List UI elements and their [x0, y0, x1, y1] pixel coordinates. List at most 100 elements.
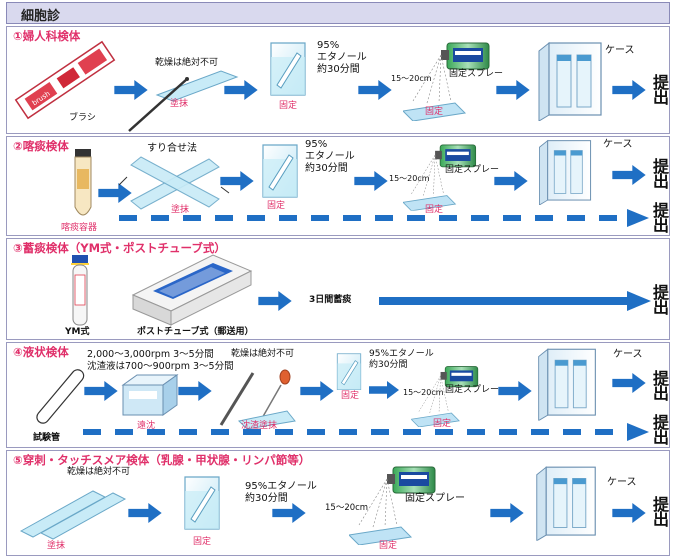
- ethanol-2: エタノール: [305, 151, 355, 162]
- no-dry-note: 乾燥は絶対不可: [67, 467, 131, 477]
- case-icon: [533, 465, 599, 541]
- ym-tube-icon: [71, 255, 89, 326]
- arrow-5-4: [611, 503, 647, 523]
- case-icon: [535, 41, 605, 121]
- section-sputum: ②喀痰検体 喀痰容器 すり合せ法 塗抹 95% エタノール 約30分間 固定 固…: [6, 136, 670, 236]
- section-title: ③蓄痰検体（YM式・ポストチューブ式）: [13, 241, 226, 255]
- distance-label: 15～20cm: [389, 174, 430, 183]
- case-label: ケース: [605, 45, 635, 56]
- ethanol-2: 約30分間: [245, 493, 288, 504]
- case-icon: [535, 139, 595, 205]
- arrow-1-3: [357, 80, 393, 100]
- pipette-icon: [219, 369, 296, 430]
- submit-label: 提出: [652, 283, 669, 317]
- dashed-arrow-4: [83, 423, 649, 441]
- days-label: 3日間蓄痰: [309, 295, 352, 305]
- submit-label: 提出: [652, 495, 669, 529]
- brush-icon: brush: [14, 40, 116, 120]
- submit-label-2: 提出: [652, 413, 669, 447]
- no-dry-note: 乾燥は絶対不可: [231, 349, 295, 359]
- arrow-4-1: [83, 381, 119, 401]
- distance-label: 15～20cm: [391, 74, 432, 83]
- submit-label: 提出: [652, 369, 669, 403]
- ethanol-2: エタノール: [317, 52, 367, 63]
- fix-label-1: 固定: [267, 201, 286, 211]
- brush-label: ブラシ: [69, 113, 96, 123]
- spray-label: 固定スプレー: [405, 493, 465, 504]
- post-tube-box-icon: [131, 254, 253, 326]
- crossed-slides-icon: [118, 156, 230, 210]
- dashed-arrow-2: [119, 209, 649, 227]
- spray-label: 固定スプレー: [445, 385, 500, 395]
- fix-label-2: 固定: [433, 419, 452, 429]
- arrow-2-4: [493, 171, 529, 191]
- ethanol-1: 95%エタノール: [369, 349, 434, 359]
- arrow-5-1: [127, 503, 163, 523]
- ethanol-jar-icon: [265, 39, 311, 97]
- case-label: ケース: [603, 139, 633, 150]
- section-title: ⑤穿刺・タッチスメア検体（乳腺・甲状腺・リンパ節等）: [13, 453, 311, 467]
- ethanol-1: 95%エタノール: [245, 481, 317, 492]
- fix-label-2: 固定: [425, 107, 444, 117]
- ethanol-3: 約30分間: [305, 163, 348, 174]
- fix-label-1: 固定: [279, 101, 298, 111]
- section-liquid: ④液状検体 2,000～3,000rpm 3～5分間 沈渣液は700～900rp…: [6, 342, 670, 448]
- submit-label: 提出: [652, 73, 669, 107]
- ethanol-1: 95%: [317, 40, 340, 51]
- tube-label: 試験管: [33, 433, 61, 443]
- ethanol-jar-icon: [179, 473, 225, 531]
- container-label: 喀痰容器: [61, 223, 98, 233]
- submit-label-2: 提出: [652, 201, 669, 235]
- section-aspiration: ⑤穿刺・タッチスメア検体（乳腺・甲状腺・リンパ節等） 乾燥は絶対不可 塗抹 95…: [6, 450, 670, 556]
- arrow-2-2: [219, 171, 255, 191]
- arrow-3-1: [257, 291, 293, 311]
- fix-label-1: 固定: [193, 537, 212, 547]
- arrow-1-5: [611, 80, 647, 100]
- fix-label-2: 固定: [379, 541, 398, 551]
- long-arrow-3: [379, 291, 651, 311]
- spray-label: 固定スプレー: [445, 165, 500, 175]
- section-title: ②喀痰検体: [13, 139, 69, 153]
- distance-label: 15～20cm: [325, 503, 369, 513]
- no-dry-note: 乾燥は絶対不可: [155, 58, 219, 68]
- arrow-4-2: [177, 381, 213, 401]
- distance-label: 15～20cm: [403, 388, 444, 397]
- page-title-bar: 細胞診: [6, 2, 670, 24]
- section-title: ④液状検体: [13, 345, 69, 359]
- ethanol-jar-icon: [257, 141, 303, 199]
- arrow-2-3: [353, 171, 389, 191]
- smear-label: 塗抹: [170, 99, 189, 109]
- arrow-4-5: [497, 381, 533, 401]
- submit-label: 提出: [652, 157, 669, 191]
- fix-label-2: 固定: [425, 205, 444, 215]
- centrifuge-icon: [121, 374, 179, 416]
- sputum-container-icon: [74, 149, 92, 216]
- ethanol-1: 95%: [305, 139, 328, 150]
- ethanol-2: 約30分間: [369, 360, 408, 370]
- ethanol-3: 約30分間: [317, 64, 360, 75]
- rpm-line-1: 2,000～3,000rpm 3～5分間: [87, 349, 214, 360]
- section-title: ①婦人科検体: [13, 29, 81, 43]
- arrow-4-4: [369, 381, 399, 399]
- fix-label-1: 固定: [341, 391, 360, 401]
- sediment-smear-label: 沈渣塗抹: [241, 421, 278, 431]
- section-stored-sputum: ③蓄痰検体（YM式・ポストチューブ式） YM式 ポストチューブ式（郵送用） 3日…: [6, 238, 670, 340]
- case-label: ケース: [613, 349, 643, 360]
- test-tube-icon: [36, 369, 85, 424]
- arrow-1-2: [223, 80, 259, 100]
- arrow-4-6: [611, 373, 647, 393]
- centrifuge-label: 遠沈: [137, 421, 156, 431]
- case-icon: [535, 347, 599, 421]
- rpm-line-2: 沈渣液は700～900rpm 3～5分間: [87, 361, 234, 372]
- post-label: ポストチューブ式（郵送用）: [137, 327, 254, 337]
- arrow-1-4: [495, 80, 531, 100]
- arrow-2-5: [611, 165, 647, 185]
- slide-icon: [155, 70, 239, 102]
- page-title: 細胞診: [21, 9, 61, 24]
- method-label: すり合せ法: [147, 143, 197, 154]
- arrow-5-3: [489, 503, 525, 523]
- slides-pair-icon: [19, 490, 127, 540]
- arrow-5-2: [271, 503, 307, 523]
- smear-label: 塗抹: [171, 205, 190, 215]
- case-label: ケース: [607, 477, 637, 488]
